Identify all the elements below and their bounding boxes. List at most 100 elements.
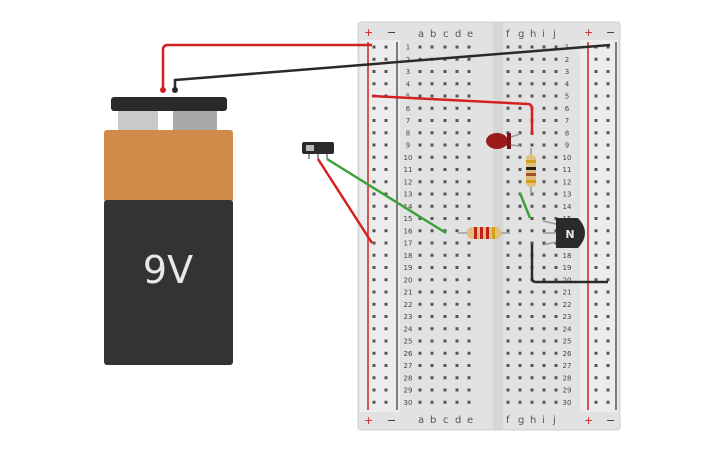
breadboard-hole[interactable] [455,400,459,404]
breadboard-hole[interactable] [554,388,558,392]
breadboard-hole[interactable] [455,253,459,257]
rail-hole[interactable] [594,290,598,294]
breadboard-hole[interactable] [542,45,546,49]
breadboard-hole[interactable] [542,364,546,367]
breadboard-hole[interactable] [542,180,546,184]
breadboard-hole[interactable] [467,278,471,282]
breadboard-hole[interactable] [418,119,422,122]
breadboard-hole[interactable] [506,57,510,61]
rail-hole[interactable] [606,119,610,122]
rail-hole[interactable] [384,168,388,171]
breadboard-hole[interactable] [530,327,534,331]
breadboard-hole[interactable] [418,400,422,404]
rail-hole[interactable] [384,290,388,294]
breadboard-hole[interactable] [506,217,510,220]
breadboard-hole[interactable] [542,131,546,135]
rail-hole[interactable] [606,217,610,220]
rail-hole[interactable] [606,364,610,367]
breadboard-hole[interactable] [518,70,522,73]
led-red[interactable] [486,133,521,149]
breadboard-hole[interactable] [554,315,558,318]
breadboard-hole[interactable] [443,302,447,306]
breadboard-hole[interactable] [418,266,422,269]
breadboard-hole[interactable] [443,339,447,343]
breadboard-hole[interactable] [455,302,459,306]
breadboard-hole[interactable] [530,290,534,294]
breadboard-hole[interactable] [430,168,434,171]
rail-hole[interactable] [606,241,610,245]
breadboard-hole[interactable] [418,217,422,220]
breadboard-hole[interactable] [506,388,510,392]
rail-hole[interactable] [606,339,610,343]
breadboard-hole[interactable] [542,241,546,245]
breadboard-hole[interactable] [467,327,471,331]
breadboard-hole[interactable] [430,106,434,110]
breadboard-hole[interactable] [467,253,471,257]
breadboard-hole[interactable] [455,155,459,159]
wire-resistor-to-transistor[interactable] [518,192,532,219]
rail-hole[interactable] [384,155,388,159]
breadboard-hole[interactable] [418,106,422,110]
breadboard-hole[interactable] [506,327,510,331]
breadboard-hole[interactable] [518,376,522,380]
rail-hole[interactable] [384,302,388,306]
breadboard-hole[interactable] [518,364,522,367]
resistor-horizontal[interactable] [458,227,510,239]
breadboard-hole[interactable] [506,168,510,171]
breadboard-hole[interactable] [430,229,434,233]
breadboard-hole[interactable] [467,388,471,392]
breadboard-hole[interactable] [518,241,522,245]
breadboard-hole[interactable] [467,180,471,184]
breadboard-hole[interactable] [443,290,447,294]
switch-slider[interactable] [306,145,314,151]
rail-hole[interactable] [594,388,598,392]
rail-hole[interactable] [606,278,610,282]
breadboard-hole[interactable] [518,339,522,343]
rail-hole[interactable] [594,217,598,220]
breadboard-hole[interactable] [530,217,534,220]
breadboard-hole[interactable] [518,143,522,147]
breadboard-hole[interactable] [554,143,558,147]
breadboard-hole[interactable] [443,70,447,73]
breadboard-hole[interactable] [430,70,434,73]
breadboard-hole[interactable] [418,290,422,294]
breadboard-hole[interactable] [518,278,522,282]
breadboard-hole[interactable] [467,217,471,220]
breadboard-hole[interactable] [506,131,510,135]
breadboard-hole[interactable] [467,364,471,367]
breadboard-hole[interactable] [554,253,558,257]
breadboard-hole[interactable] [443,351,447,355]
breadboard-hole[interactable] [430,253,434,257]
breadboard-hole[interactable] [430,339,434,343]
wire-switch-to-resistor[interactable] [326,157,447,235]
breadboard-hole[interactable] [430,180,434,184]
rail-hole[interactable] [372,327,376,331]
rail-hole[interactable] [384,400,388,404]
rail-hole[interactable] [372,180,376,184]
breadboard-hole[interactable] [443,94,447,98]
rail-hole[interactable] [384,388,388,392]
breadboard-hole[interactable] [542,327,546,331]
breadboard-hole[interactable] [430,351,434,355]
breadboard-hole[interactable] [467,302,471,306]
breadboard-hole[interactable] [506,192,510,196]
rail-hole[interactable] [606,82,610,86]
breadboard-hole[interactable] [518,204,522,208]
breadboard-hole[interactable] [542,388,546,392]
rail-hole[interactable] [384,119,388,122]
rail-hole[interactable] [606,70,610,73]
rail-hole[interactable] [594,180,598,184]
rail-hole[interactable] [372,241,376,245]
breadboard-hole[interactable] [506,315,510,318]
breadboard-hole[interactable] [554,204,558,208]
rail-hole[interactable] [384,70,388,73]
breadboard-hole[interactable] [542,266,546,269]
breadboard-hole[interactable] [554,45,558,49]
rail-hole[interactable] [384,106,388,110]
breadboard-hole[interactable] [467,376,471,380]
breadboard-hole[interactable] [518,327,522,331]
breadboard-hole[interactable] [430,143,434,147]
rail-hole[interactable] [594,131,598,135]
rail-hole[interactable] [372,143,376,147]
breadboard-hole[interactable] [530,204,534,208]
